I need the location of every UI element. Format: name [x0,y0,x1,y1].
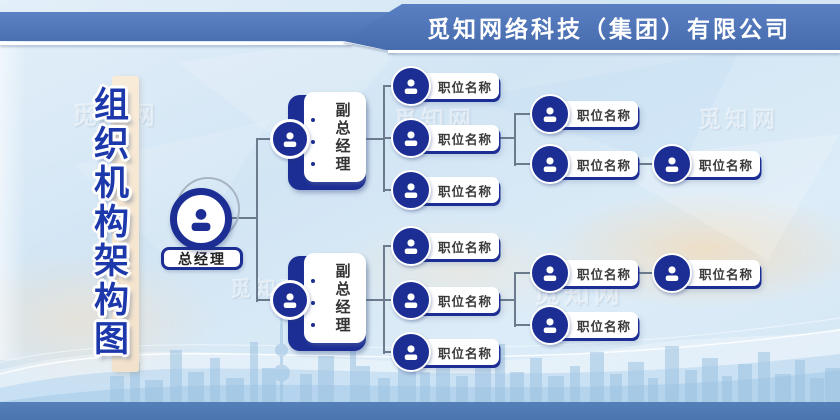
person-icon [270,280,310,320]
person-icon [391,226,431,266]
general-manager-label: 总经理 [161,247,243,270]
position-node: 职位名称 [391,66,499,106]
city-skyline [110,314,840,402]
dot-decor [311,323,315,327]
connector [498,137,516,139]
connector [383,299,397,301]
connector [514,163,534,165]
side-title-strip [112,76,139,372]
connector [383,189,397,191]
banner-underline [388,50,840,53]
position-node: 职位名称 [391,332,499,372]
connector [365,138,385,140]
dot-decor [311,279,315,283]
position-node: 职位名称 [391,170,499,210]
person-icon [391,118,431,158]
position-node: 职位名称 [391,118,499,158]
position-node: 职位名称 [530,305,638,345]
connector [256,138,274,140]
person-icon [270,119,310,159]
person-icon [391,66,431,106]
connector [514,324,534,326]
dot-decor [311,162,315,166]
deputy-manager-label: 副总经理 [333,102,351,174]
person-icon [391,280,431,320]
connector [256,138,258,302]
position-node: 职位名称 [391,226,499,266]
banner-underline [0,42,352,45]
connector [514,113,534,115]
person-icon [530,253,570,293]
card-body [304,92,366,182]
dot-decor [311,118,315,122]
connector [232,217,258,219]
position-node: 职位名称 [391,280,499,320]
company-name: 觅知网络科技（集团）有限公司 [427,16,791,42]
bg-edge-highlight [0,30,26,360]
connector [514,272,534,274]
person-icon [530,305,570,345]
person-icon [530,94,570,134]
company-banner: 觅知网络科技（集团）有限公司 [342,4,840,50]
connector [365,299,385,301]
connector [514,113,516,166]
connector [498,299,516,301]
dot-decor [311,140,315,144]
position-node: 职位名称 [530,253,638,293]
connector [383,351,397,353]
card-body [304,253,366,343]
person-icon [391,170,431,210]
person-icon [652,253,692,293]
deputy-manager-node: 副总经理 [270,92,380,192]
position-node: 职位名称 [530,94,638,134]
dot-decor [311,301,315,305]
page-title: 组织机构架构图 [89,86,128,359]
connector [637,163,655,165]
person-icon [652,144,692,184]
connector [383,85,397,87]
connector [383,137,397,139]
bottom-bar [0,402,840,420]
person-icon [391,332,431,372]
general-manager-node: 总经理 [160,177,252,275]
watermark: 觅知网 [698,106,779,132]
position-node: 职位名称 [530,144,638,184]
person-icon [530,144,570,184]
connector [256,299,274,301]
connector [383,245,397,247]
bg-polygon-decor [600,134,840,260]
person-icon [170,188,232,250]
deputy-manager-label: 副总经理 [333,263,351,335]
deputy-manager-node: 副总经理 [270,253,380,353]
position-node: 职位名称 [652,144,760,184]
position-node: 职位名称 [652,253,760,293]
connector [514,272,516,327]
